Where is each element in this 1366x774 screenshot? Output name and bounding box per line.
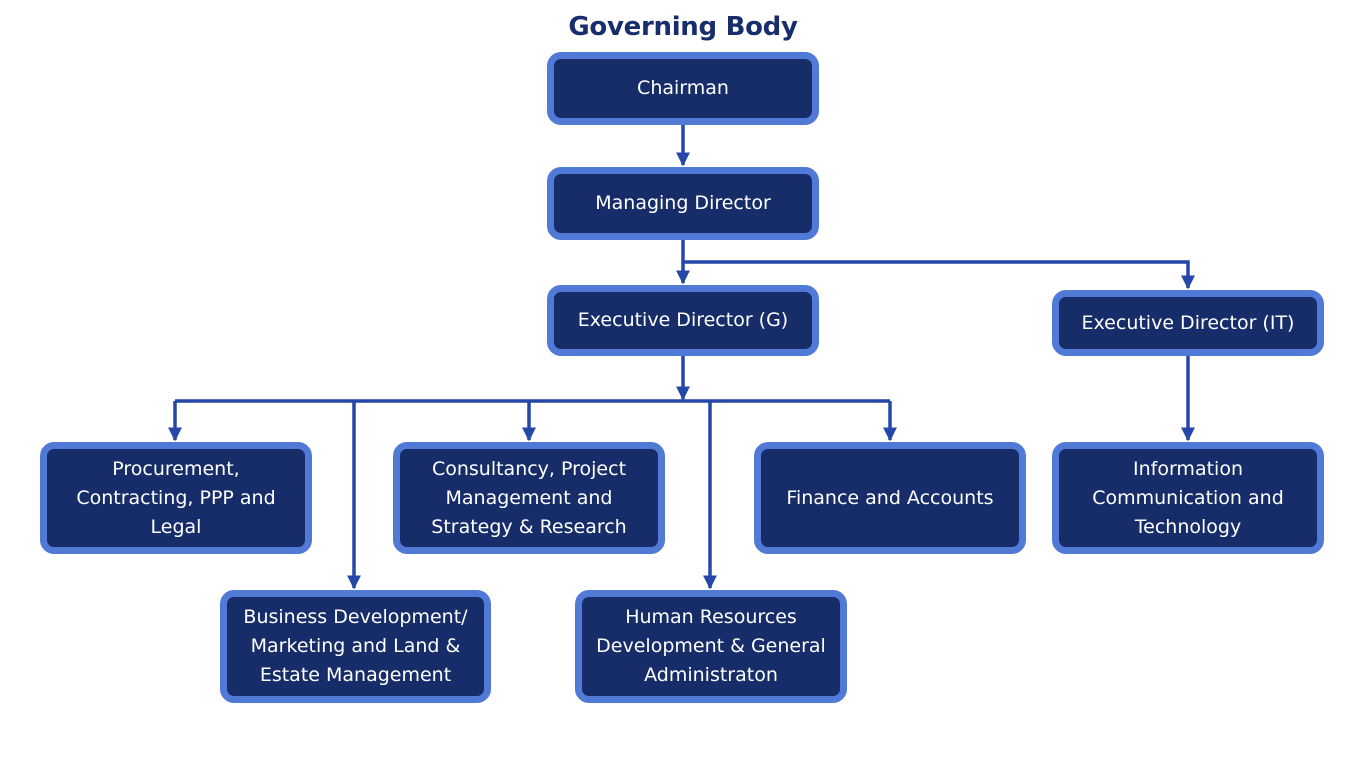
node-procurement: Procurement, Contracting, PPP and Legal [40, 442, 312, 554]
node-label: Business Development/ Marketing and Land… [243, 606, 468, 686]
node-finance: Finance and Accounts [754, 442, 1026, 554]
node-human-resources: Human Resources Development & General Ad… [575, 590, 847, 703]
node-label: Executive Director (G) [577, 309, 789, 331]
diagram-title: Governing Body [568, 12, 798, 42]
node-executive-director-it: Executive Director (IT) [1052, 290, 1324, 356]
node-label: Executive Director (IT) [1081, 311, 1295, 334]
node-label: Human Resources Development & General Ad… [596, 606, 826, 686]
node-ict: Information Communication and Technology [1052, 442, 1324, 554]
node-label: Chairman [637, 77, 729, 99]
arrow-md-edit [683, 260, 1195, 290]
node-label: Managing Director [595, 192, 771, 214]
node-chairman: Chairman [547, 52, 819, 125]
node-executive-director-g: Executive Director (G) [547, 285, 819, 356]
node-consultancy: Consultancy, Project Management and Stra… [393, 442, 665, 554]
node-label: Consultancy, Project Management and Stra… [431, 457, 627, 538]
node-business-development: Business Development/ Marketing and Land… [220, 590, 491, 703]
node-label: Information Communication and Technology [1092, 457, 1284, 538]
node-label: Procurement, Contracting, PPP and Legal [76, 457, 276, 538]
node-label: Finance and Accounts [786, 486, 994, 509]
node-managing-director: Managing Director [547, 167, 819, 240]
